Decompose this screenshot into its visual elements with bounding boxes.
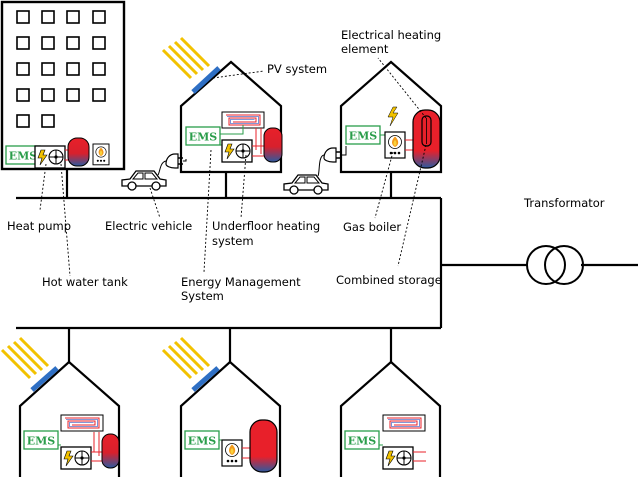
- heat-pump-icon: [34, 145, 66, 169]
- main-feeder-line: [439, 198, 638, 328]
- svg-text:EMS: EMS: [9, 150, 38, 163]
- underfloor-heating-icon: [382, 414, 426, 432]
- pv-panel-icon: [30, 366, 59, 392]
- ems-badge: EMS: [344, 430, 380, 450]
- transformer-icon: [526, 245, 584, 285]
- combined-storage-label: Combined storage: [336, 273, 442, 287]
- heat-pump-icon: [60, 446, 92, 470]
- leader-lines: [39, 57, 427, 277]
- underfloor-heating-label: Underfloor heating: [212, 219, 320, 233]
- gas-boiler-label: Gas boiler: [343, 220, 401, 234]
- heat-pump-icon: [382, 446, 414, 470]
- combined-storage-icon: [249, 419, 278, 473]
- svg-text:EMS: EMS: [27, 435, 56, 448]
- electrical-heating-element-label-2: element: [341, 42, 389, 56]
- svg-text:EMS: EMS: [188, 435, 217, 448]
- svg-text:EMS: EMS: [349, 130, 378, 143]
- car-icon: [121, 170, 167, 191]
- ems-badge: EMS: [184, 430, 220, 450]
- house-bottom-left: EMS: [0, 328, 121, 477]
- pv-system-label: PV system: [267, 62, 327, 76]
- gas-boiler-icon: [384, 131, 406, 159]
- energy-management-system-label: Energy Management: [181, 275, 301, 289]
- sun-rays-icon: [161, 336, 211, 380]
- ems-badge: EMS: [23, 430, 59, 450]
- lightning-bolt-icon: [387, 106, 399, 127]
- electric-vehicle-label: Electric vehicle: [105, 219, 192, 233]
- sun-rays-icon: [161, 36, 211, 80]
- hot-water-tank-icon: [101, 433, 120, 469]
- hot-water-tank-label: Hot water tank: [42, 275, 128, 289]
- gas-boiler-icon: [221, 439, 243, 467]
- sun-rays-icon: [0, 336, 50, 380]
- plug-icon: [323, 147, 342, 163]
- heat-pump-label: Heat pump: [7, 219, 71, 233]
- gas-boiler-icon: [92, 143, 110, 166]
- electrical-heating-element-label: Electrical heating: [341, 28, 441, 42]
- house-bottom-middle: EMS: [161, 328, 282, 477]
- pv-panel-icon: [191, 366, 220, 392]
- underfloor-heating-icon: [60, 414, 104, 432]
- ems-badge: EMS: [185, 126, 221, 146]
- ems-badge: EMS: [345, 125, 381, 145]
- apartment-building: EMS: [0, 0, 126, 198]
- house-gas-boiler: EMS: [283, 60, 443, 198]
- hot-water-tank-icon: [263, 127, 283, 163]
- electrical-heating-element-icon: [421, 115, 432, 147]
- hot-water-tank-icon: [67, 137, 90, 167]
- svg-text:EMS: EMS: [189, 131, 218, 144]
- car-icon: [283, 174, 329, 195]
- transformator-label: Transformator: [523, 196, 605, 210]
- house-bottom-right: EMS: [339, 328, 442, 477]
- heat-pump-icon: [221, 139, 253, 163]
- house-underfloor-heating: EMS: [121, 36, 283, 198]
- ems-badge: EMS: [5, 145, 41, 165]
- energy-management-system-label-2: System: [181, 289, 224, 303]
- svg-text:EMS: EMS: [348, 435, 377, 448]
- underfloor-heating-label-2: system: [212, 234, 254, 248]
- pv-panel-icon: [191, 66, 221, 94]
